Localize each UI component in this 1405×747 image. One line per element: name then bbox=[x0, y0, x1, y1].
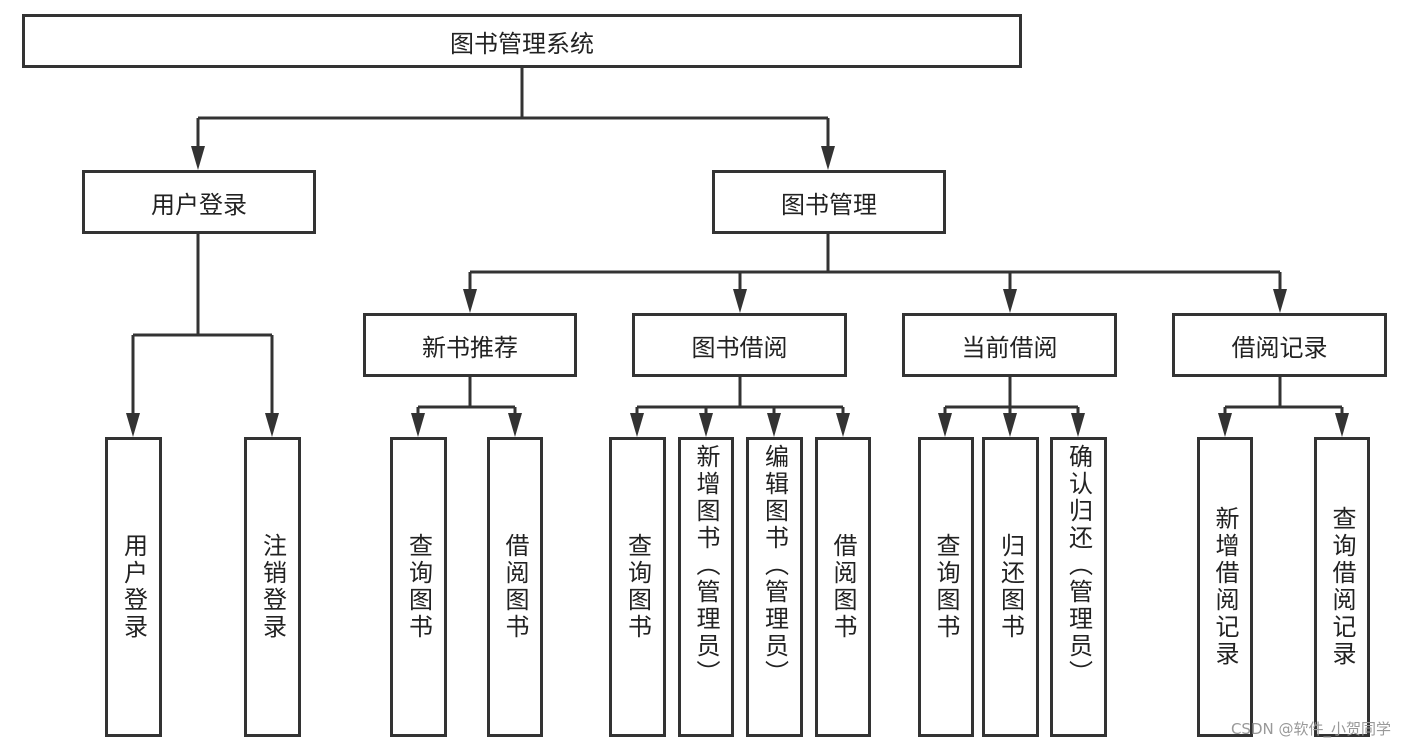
arrowhead-icon bbox=[630, 413, 644, 437]
leaf-node: 归还图书 bbox=[982, 437, 1039, 737]
leaf-node: 用户登录 bbox=[105, 437, 162, 737]
arrowhead-icon bbox=[767, 413, 781, 437]
arrowhead-icon bbox=[265, 413, 279, 437]
level2-node: 借阅记录 bbox=[1172, 313, 1387, 377]
arrowhead-icon bbox=[191, 146, 205, 170]
arrowhead-icon bbox=[1003, 289, 1017, 313]
leaf-node: 查询图书 bbox=[918, 437, 974, 737]
arrowhead-icon bbox=[126, 413, 140, 437]
level2-node: 新书推荐 bbox=[363, 313, 577, 377]
arrowhead-icon bbox=[836, 413, 850, 437]
arrowhead-icon bbox=[1218, 413, 1232, 437]
arrowhead-icon bbox=[508, 413, 522, 437]
arrowhead-icon bbox=[411, 413, 425, 437]
leaf-node: 编辑图书（管理员） bbox=[746, 437, 803, 737]
leaf-node: 查询图书 bbox=[609, 437, 666, 737]
level1-node: 用户登录 bbox=[82, 170, 316, 234]
arrowhead-icon bbox=[699, 413, 713, 437]
arrowhead-icon bbox=[1335, 413, 1349, 437]
level2-node: 当前借阅 bbox=[902, 313, 1117, 377]
root-node: 图书管理系统 bbox=[22, 14, 1022, 68]
arrowhead-icon bbox=[1273, 289, 1287, 313]
arrowhead-icon bbox=[938, 413, 952, 437]
arrowhead-icon bbox=[463, 289, 477, 313]
arrowhead-icon bbox=[1071, 413, 1085, 437]
leaf-node: 新增借阅记录 bbox=[1197, 437, 1253, 737]
watermark: CSDN @软件_小贺同学 bbox=[1230, 720, 1391, 738]
arrowhead-icon bbox=[733, 289, 747, 313]
leaf-node: 确认归还（管理员） bbox=[1050, 437, 1107, 737]
arrowhead-icon bbox=[821, 146, 835, 170]
level2-node: 图书借阅 bbox=[632, 313, 847, 377]
leaf-node: 借阅图书 bbox=[487, 437, 543, 737]
leaf-node: 借阅图书 bbox=[815, 437, 871, 737]
arrowhead-icon bbox=[1003, 413, 1017, 437]
leaf-node: 新增图书（管理员） bbox=[678, 437, 734, 737]
leaf-node: 注销登录 bbox=[244, 437, 301, 737]
leaf-node: 查询图书 bbox=[390, 437, 447, 737]
level1-node: 图书管理 bbox=[712, 170, 946, 234]
leaf-node: 查询借阅记录 bbox=[1314, 437, 1370, 737]
